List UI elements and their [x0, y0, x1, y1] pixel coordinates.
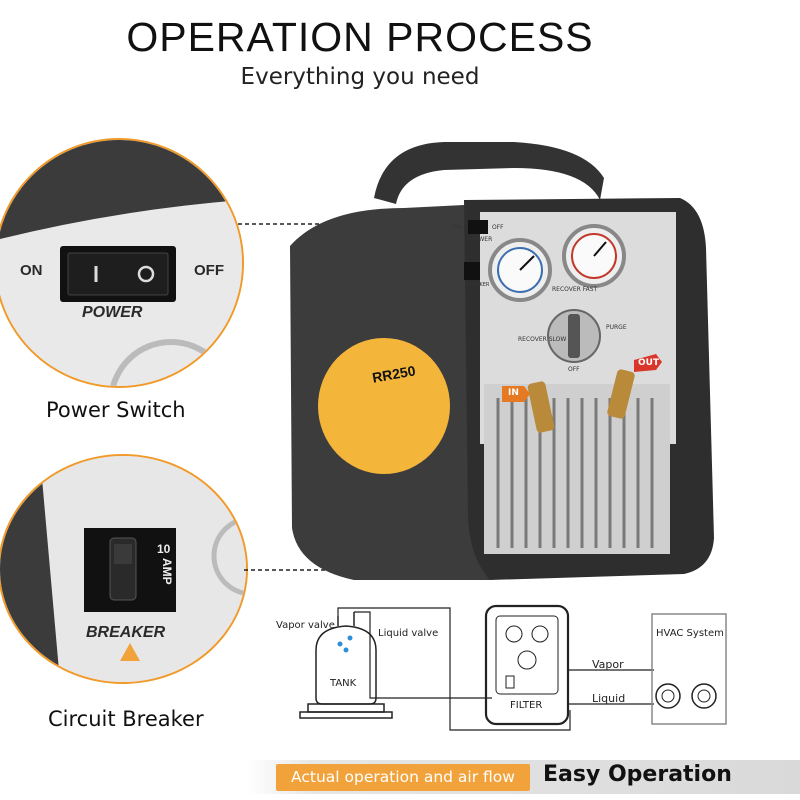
- tank-label: TANK: [330, 678, 357, 689]
- breaker-amp-value: 10: [157, 542, 171, 556]
- power-switch-zoom: ON OFF POWER: [0, 138, 244, 388]
- machine-illustration: [290, 142, 714, 580]
- vapor-valve-label: Vapor valve: [276, 620, 335, 631]
- flow-diagram-lines: [299, 604, 727, 731]
- vapor-label: Vapor: [592, 658, 624, 671]
- machine-off-switch-label: OFF: [492, 224, 504, 231]
- filter-label: FILTER: [510, 700, 543, 711]
- power-switch-illustration: [0, 140, 242, 386]
- machine-on-label: ON: [452, 224, 462, 231]
- page-subtitle: Everything you need: [240, 64, 480, 90]
- machine-power-label: POWER: [470, 236, 493, 243]
- machine-purge-label: PURGE: [606, 324, 627, 331]
- actual-operation-badge: Actual operation and air flow: [276, 764, 530, 791]
- breaker-illustration: [0, 456, 246, 682]
- tank-shape: [315, 625, 377, 705]
- page-title: OPERATION PROCESS: [126, 14, 594, 60]
- machine-breaker-label: BREAKER: [466, 282, 490, 288]
- hvac-system-label: HVAC System: [656, 628, 724, 639]
- power-on-label: ON: [20, 262, 43, 279]
- machine-out-label: OUT: [638, 358, 660, 368]
- liquid-label: Liquid: [592, 692, 626, 705]
- liquid-valve-label: Liquid valve: [378, 628, 439, 639]
- breaker-label: BREAKER: [86, 624, 166, 641]
- machine-in-label: IN: [508, 388, 519, 398]
- machine-recover-fast-label: RECOVER FAST: [552, 286, 598, 293]
- flow-diagram: Vapor valve Liquid valve TANK FILTER Vap…: [270, 600, 740, 740]
- power-switch-caption: Power Switch: [46, 398, 186, 422]
- breaker-zoom: 10 AMP BREAKER: [0, 454, 248, 684]
- recovery-machine: RR250 IN OUT RECOVER FAST RECOVER SLOW P…: [284, 138, 728, 580]
- circuit-breaker-caption: Circuit Breaker: [48, 707, 204, 731]
- power-off-label: OFF: [194, 262, 224, 279]
- machine-recover-slow-label: RECOVER SLOW: [518, 336, 567, 343]
- easy-operation-tagline: Easy Operation: [543, 762, 732, 787]
- breaker-amp-unit: AMP: [160, 558, 174, 585]
- power-label: POWER: [82, 304, 143, 321]
- machine-off-label: OFF: [568, 366, 580, 373]
